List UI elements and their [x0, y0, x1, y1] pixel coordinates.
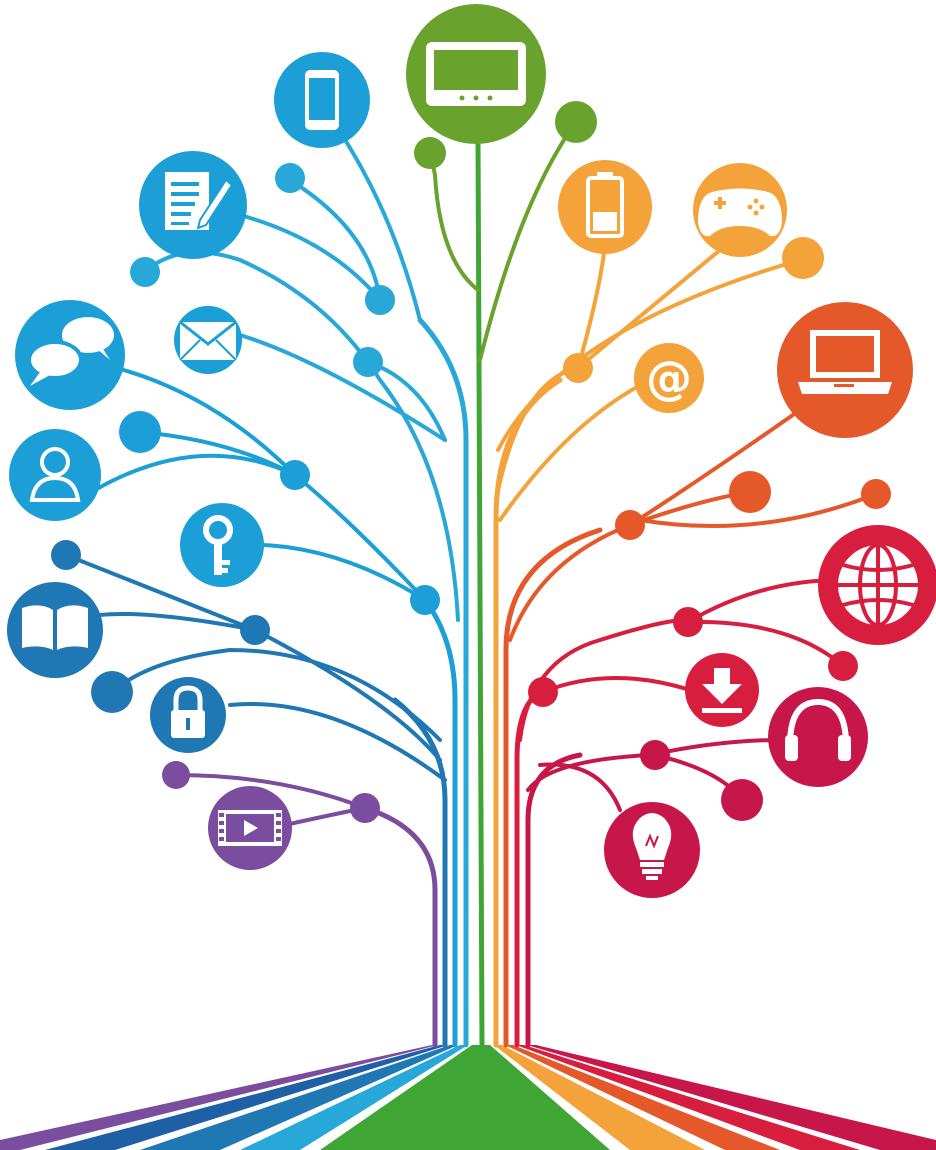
branch-darkblue-b — [98, 612, 257, 632]
notepad-icon — [139, 151, 247, 259]
branch-cyan-c — [288, 178, 382, 302]
dot — [615, 510, 645, 540]
dot — [162, 761, 190, 789]
stripe-green — [320, 1045, 610, 1150]
dot — [91, 671, 133, 713]
dot — [130, 257, 160, 287]
dot — [782, 237, 824, 279]
branch-blue-user — [93, 453, 297, 492]
trunk-cyan — [417, 317, 469, 1048]
dot — [828, 651, 858, 681]
key-icon — [180, 503, 264, 587]
ground-stripes — [0, 1045, 936, 1150]
dot — [563, 353, 593, 383]
stripe-red — [516, 1045, 860, 1150]
video-icon — [208, 786, 292, 870]
at-sign-glyph: @ — [646, 351, 692, 405]
stripe-blue — [140, 1045, 458, 1150]
headphones-icon — [768, 687, 868, 787]
branch-amber-at — [498, 378, 652, 522]
mail-icon — [174, 306, 242, 374]
user-icon — [9, 429, 101, 521]
stripe-cyan — [240, 1045, 468, 1150]
trunk-orange — [503, 527, 603, 1048]
laptop-icon — [777, 302, 913, 438]
branch-cyan-mail — [238, 333, 447, 442]
battery-icon — [558, 160, 652, 254]
branch-amber-b — [496, 258, 802, 452]
stripe-amber — [494, 1045, 705, 1150]
branch-green-a — [428, 151, 480, 292]
branch-amber-battery — [576, 243, 607, 370]
dot — [365, 285, 395, 315]
dot — [353, 347, 383, 377]
dot — [119, 411, 161, 453]
stripe-darkblue — [45, 1045, 448, 1150]
book-icon — [7, 582, 103, 678]
padlock-icon — [150, 677, 226, 753]
trunk-crimson — [525, 752, 583, 1048]
dot — [721, 779, 763, 821]
branch-amber-gamepad — [576, 248, 722, 370]
trunk-green — [475, 137, 485, 1048]
dot — [673, 607, 703, 637]
lightbulb-icon — [604, 802, 700, 898]
dot — [280, 460, 310, 490]
download-icon — [685, 653, 759, 727]
dot — [410, 585, 440, 615]
branch-green-b — [478, 120, 578, 362]
dot — [861, 479, 891, 509]
trunk-red — [514, 687, 548, 1048]
dot — [350, 793, 380, 823]
dot — [414, 137, 446, 169]
trunk-purple — [362, 805, 438, 1048]
chat-bubbles-icon — [15, 300, 125, 410]
branch-darkblue-a — [64, 553, 442, 762]
tablet-icon — [406, 4, 546, 144]
branch-darkblue-d — [228, 701, 447, 782]
stripe-crimson — [527, 1045, 936, 1150]
dot — [51, 540, 81, 570]
branch-purple-a — [174, 773, 367, 810]
dot — [528, 677, 558, 707]
branch-orange-b — [638, 492, 878, 529]
smartphone-icon — [274, 52, 370, 148]
branch-red-download — [541, 676, 692, 694]
globe-icon — [818, 525, 936, 645]
branch-crimson-bulb — [538, 762, 622, 812]
node-dots — [51, 101, 891, 823]
branch-red-b — [686, 619, 845, 668]
branch-cyan-notepad — [238, 213, 382, 302]
branch-red-globe — [686, 578, 842, 624]
stripe-orange — [505, 1045, 780, 1150]
at-sign-icon: @ — [634, 343, 704, 413]
branch-orange-laptop — [628, 408, 802, 527]
dot — [640, 740, 670, 770]
stripe-purple — [0, 1045, 438, 1150]
trunk-blue — [422, 597, 458, 1048]
branch-darkblue-c — [113, 647, 442, 742]
dot — [275, 163, 305, 193]
dot — [555, 101, 597, 143]
dot — [729, 471, 771, 513]
dot — [240, 615, 270, 645]
gamepad-icon — [693, 163, 787, 257]
